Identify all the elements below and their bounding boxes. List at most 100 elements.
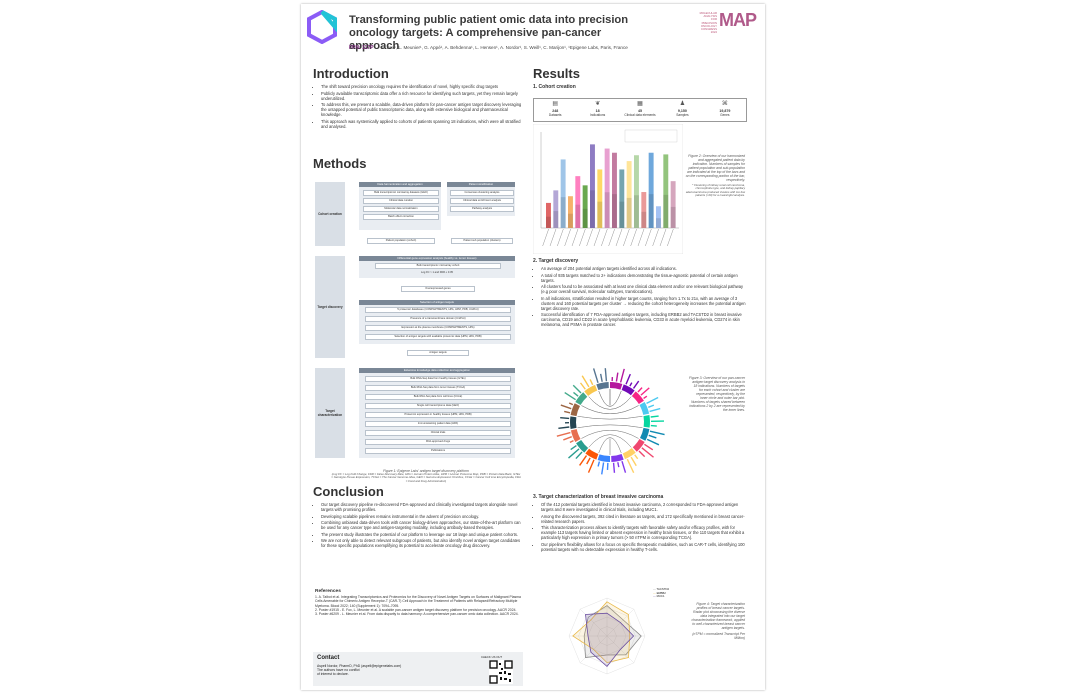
circos-outer-bar [626,458,635,474]
flow-item: FDA-approved drugs [365,439,511,446]
title-line-2: oncology targets: A comprehensive pan-ca… [349,27,602,52]
stat-value: 248 [552,109,559,113]
figure4-caption-note: (nTPM = normalized Transcript Per Millio… [692,632,745,640]
contact-box: Contact Aspell Nordor, PharmD, PhD (aspe… [313,652,523,686]
circos-outer-bar [587,459,595,473]
bar [641,192,647,228]
circos-outer-bar [650,415,659,418]
circos-outer-bar [589,379,594,386]
circos-outer-bar [644,443,654,451]
overexpressed-genes: Overexpressed genes [401,286,475,293]
circos-outer-bar [638,450,646,458]
qr-code-icon[interactable] [489,660,513,684]
bar-subpopulation [560,197,566,228]
circos-outer-bar [579,455,588,466]
circos-link [577,424,643,428]
knowledge-header: Extensive knowledge data collection and … [359,368,515,373]
flow-item: Molecular data normalization [363,206,439,213]
poster: Transforming public patient omic data in… [301,4,765,690]
circos-outer-bar [629,382,633,387]
stat-label: Genes [720,113,730,117]
database-icon: ▤ [552,101,559,107]
circos-link [581,405,639,414]
methods-flowchart: Cohort creation Target discovery Target … [315,176,515,466]
circos-segment [632,439,645,452]
flow-item: Expression at the plasma membrane (COMPA… [365,325,511,332]
bar [663,154,669,228]
radar-series [585,612,635,667]
bar [575,176,581,228]
x-tick-label [637,228,645,247]
x-tick-label [557,228,564,247]
tc-bullet: This characterization process allows to … [541,525,751,540]
circos-outer-bar [648,404,655,408]
x-tick-label [652,228,659,247]
x-tick-label [586,228,593,247]
bar-subpopulation [656,218,661,228]
results-section-1: 1. Cohort creation [533,84,576,90]
circos-outer-bar [637,387,643,393]
references: References 1. A. Talbot et al. Integrati… [315,589,525,616]
circos-outer-bar [564,392,576,401]
flow-item: Bulk RNA-Seq data from tumor tissues (TC… [365,385,511,392]
bar-subpopulation [582,208,588,228]
circos-outer-bar [625,373,631,385]
bar-subpopulation [619,201,625,228]
fpn-label: FPN: 117P [349,45,374,51]
radar-legend: — TACSTD2 — ERBB2 — MUC1 [653,587,669,599]
circos-outer-bar [604,368,608,382]
x-tick-label [659,228,667,247]
target-discovery-text: An average of 204 potential antigen targ… [533,266,751,329]
bar-subpopulation [604,192,610,228]
bar-subpopulation [590,190,595,228]
tc-bullet: Our pipeline's flexibility allows for a … [541,542,751,552]
bar [590,144,595,228]
circos-outer-bar [572,384,582,394]
intro-bullet: The shift toward precision oncology requ… [321,84,523,89]
methods-heading: Methods [313,156,367,171]
x-tick-label [623,228,630,247]
td-bullet: In all indications, stratification resul… [541,296,751,311]
poster-header: Transforming public patient omic data in… [301,4,765,60]
title-line-1: Transforming public patient omic data in… [349,14,629,26]
circos-outer-bar [570,444,577,451]
bar [560,159,566,228]
flow-item: Clinical data enrichment analysis [450,198,514,205]
bar [612,152,617,228]
bar [582,185,588,228]
conclusion-bullet: Combining unbiased data-driven tools wit… [321,520,523,530]
circos-segment [621,384,635,396]
circos-outer-bar [560,416,570,420]
bar [604,148,610,228]
bar [634,155,639,228]
circos-outer-bar [592,368,599,383]
radar-axis [580,609,608,637]
bar-subpopulation [663,194,669,228]
legend-swatch: — [653,590,656,595]
contact-email[interactable]: Aspell Nordor, PharmD, PhD (aspell@epige… [317,664,402,668]
bar [626,161,632,228]
figure2-bar-chart [533,124,683,254]
circos-link [588,396,632,410]
figure1-caption-abbrev: (Log FC = Log Fold Change, FDR = False D… [331,472,521,483]
radar-series [572,601,631,664]
bar-subpopulation [612,194,617,228]
figure3-caption: Figure 3: Overview of our pan-cancer ant… [689,376,745,412]
map-logo: MAP [719,10,757,30]
flow-item: Publications [365,448,511,455]
flow-item: Presence of a transmembrane domain (UniP… [365,316,511,323]
circos-outer-bar [649,430,665,436]
organ-icon: ❦ [595,101,601,107]
bar [648,152,654,228]
circos-outer-bar [558,426,570,430]
conclusion-bullet: Our target discovery pipeline re-discove… [321,502,523,512]
legend-label: ERBB2 [656,590,666,595]
circos-outer-bar [575,451,583,460]
circos-link [577,416,643,420]
clipboard-icon: ▦ [637,101,643,107]
stat-label: Datasets [548,113,562,117]
